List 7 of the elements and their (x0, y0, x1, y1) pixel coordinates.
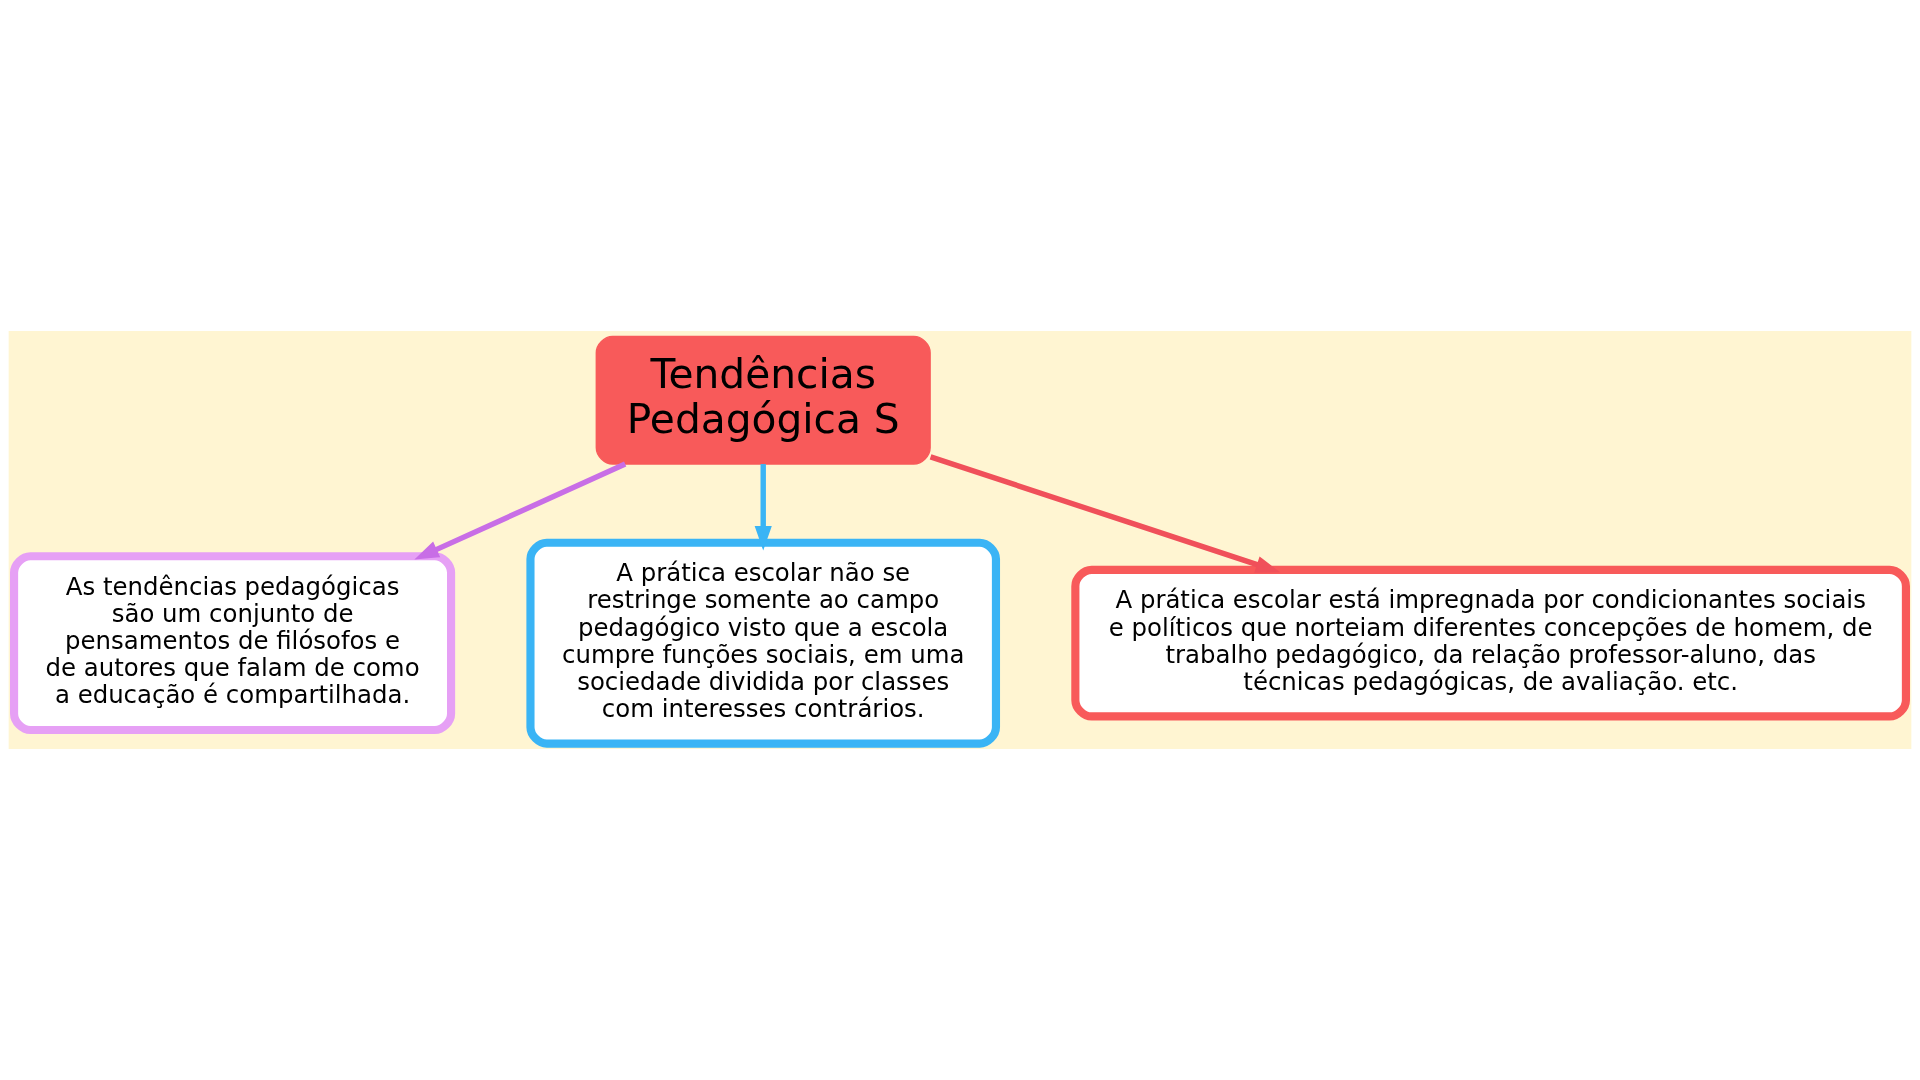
arrow (414, 461, 627, 560)
node-box: A prática escolar está impregnada por condicionantes sociais e políticos que norteiam diferentes concepções de homem, de trabalho pedagógico, da relação professor-aluno, das técnicas pedagógicas, de avaliação. etc. (1071, 565, 1910, 721)
node-box: A prática escolar não se restringe somente ao campo pedagógico visto que a escola cumpre funções sociais, em uma sociedade dividida por classes com interesses contrários. (526, 538, 1001, 748)
arrow (929, 454, 1281, 573)
node-box: Tendências Pedagógica S (595, 335, 931, 465)
arrow (754, 464, 772, 551)
node-box: As tendências pedagógicas são um conjunto de pensamentos de filósofos e de autores que falam de como a educação é compartilhada. (10, 552, 456, 735)
